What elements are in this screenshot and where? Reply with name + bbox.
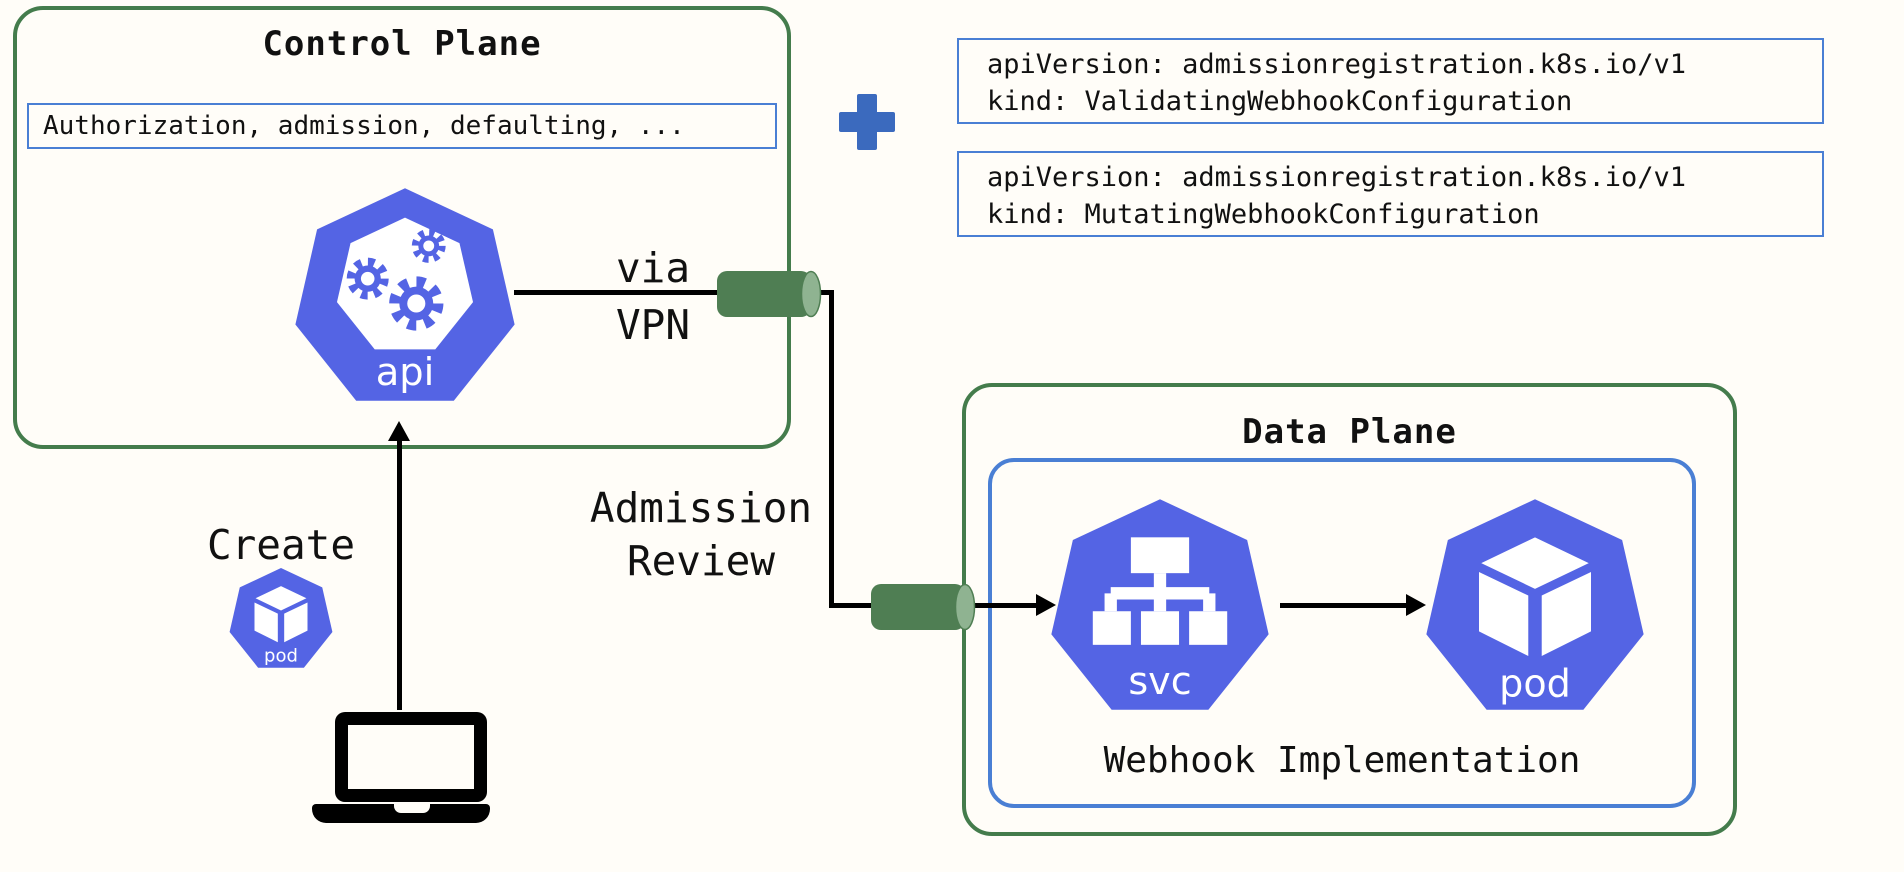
- admission-review-line2: Review: [626, 537, 776, 585]
- webhook-implementation-box: [988, 458, 1696, 808]
- admission-review-label: Admission Review: [541, 482, 861, 588]
- control-plane-title: Control Plane: [262, 24, 542, 64]
- pod-icon: pod: [1423, 497, 1647, 721]
- client-pod-icon-label: pod: [264, 645, 298, 666]
- admission-review-vertical-line: [829, 290, 834, 608]
- webhook-implementation-label: Webhook Implementation: [1103, 740, 1581, 781]
- pod-icon-label: pod: [1499, 661, 1571, 705]
- service-icon: svc: [1048, 497, 1272, 721]
- admission-review-line1: Admission: [589, 484, 813, 532]
- svc-to-pod-line: [1280, 603, 1408, 608]
- mutating-webhook-config-box: apiVersion: admissionregistration.k8s.io…: [957, 151, 1824, 237]
- api-to-vpn-line: [514, 290, 834, 295]
- cube-glyph-small: [254, 586, 308, 643]
- validating-webhook-config-box: apiVersion: admissionregistration.k8s.io…: [957, 38, 1824, 124]
- mutating-config-line2: kind: MutatingWebhookConfiguration: [987, 199, 1540, 230]
- via-label-line1: via: [615, 244, 691, 292]
- via-label-line2: VPN: [615, 301, 691, 349]
- control-plane-box: [13, 6, 791, 449]
- service-tree-glyph: [1092, 537, 1228, 645]
- data-plane-title: Data Plane: [1242, 412, 1457, 452]
- validating-config-line1: apiVersion: admissionregistration.k8s.io…: [987, 49, 1686, 80]
- admission-pipeline-box: Authorization, admission, defaulting, ..…: [27, 103, 777, 149]
- api-icon-label: api: [376, 350, 435, 395]
- create-label: Create: [206, 521, 356, 569]
- svc-to-pod-arrowhead-icon: [1406, 594, 1426, 616]
- mutating-config-line1: apiVersion: admissionregistration.k8s.io…: [987, 162, 1686, 193]
- client-pod-icon: pod: [228, 567, 334, 673]
- vpn-tunnel-icon-control: [716, 270, 822, 318]
- vpn-tunnel-icon-data: [870, 583, 976, 631]
- api-server-icon: api: [292, 186, 518, 412]
- admission-pipeline-label: Authorization, admission, defaulting, ..…: [43, 111, 685, 141]
- svc-icon-label: svc: [1128, 659, 1191, 703]
- cube-glyph: [1479, 537, 1591, 657]
- admission-arrowhead-icon: [1036, 594, 1056, 616]
- create-request-arrowhead-icon: [388, 421, 410, 441]
- via-vpn-label: via VPN: [573, 240, 733, 354]
- validating-config-line2: kind: ValidatingWebhookConfiguration: [987, 86, 1573, 117]
- plus-icon: [839, 94, 895, 150]
- create-request-line: [397, 440, 402, 710]
